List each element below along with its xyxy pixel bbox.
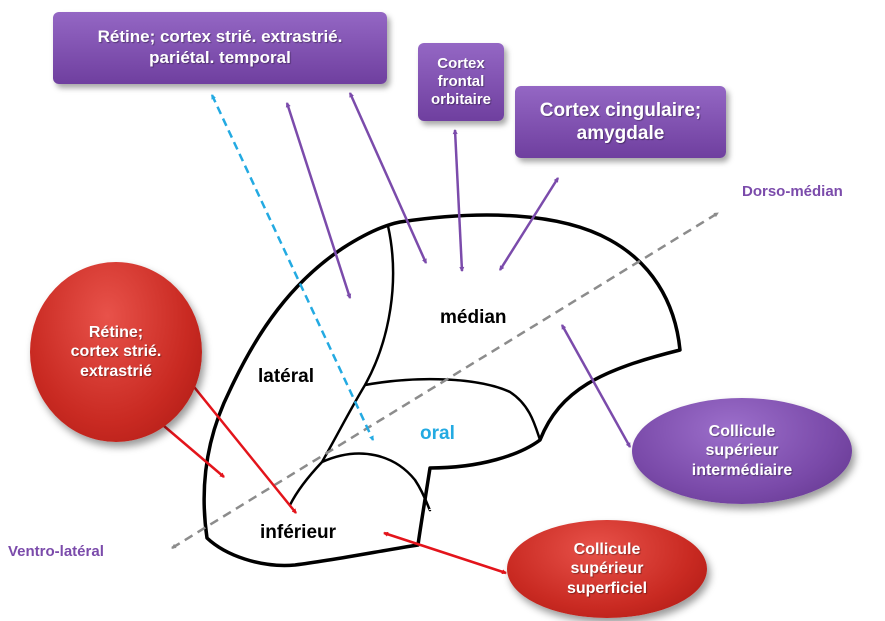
cortex-frontal-box-label: Cortex frontal orbitaire <box>430 54 491 109</box>
inferior-boundary <box>321 452 432 512</box>
cortex-cingulaire-box-label: Cortex cingulaire; amygdale <box>539 99 702 144</box>
inferior-lower-boundary <box>288 461 323 506</box>
colliculus-superficiel-ellipse: Collicule supérieur superficiel <box>507 520 707 618</box>
colliculus-intermediaire-ellipse: Collicule supérieur intermédiaire <box>632 398 852 504</box>
axis-dorso-label: Dorso-médian <box>742 183 843 200</box>
colliculus-outline <box>202 213 682 568</box>
cortex-frontal-box: Cortex frontal orbitaire <box>418 43 504 121</box>
retine-cortex-ellipse: Rétine; cortex strié. extrastrié <box>30 262 202 442</box>
retine-cortex-box-label: Rétine; cortex strié. extrastrié. pariét… <box>97 27 343 67</box>
cyan-dashed-arrow <box>210 94 375 441</box>
cortex-cingulaire-box: Cortex cingulaire; amygdale <box>515 86 726 158</box>
purple-arrow-retine-median <box>348 92 428 264</box>
colliculus-intermediaire-ellipse-label: Collicule supérieur intermédiaire <box>691 422 793 479</box>
purple-arrow-cingulaire <box>498 177 560 271</box>
red-arrow-retine-inferieur <box>185 376 297 514</box>
colliculus-superficiel-ellipse-label: Collicule supérieur superficiel <box>566 540 648 597</box>
axis-ventro-label: Ventro-latéral <box>8 543 104 560</box>
retine-cortex-box: Rétine; cortex strié. extrastrié. pariét… <box>53 12 387 84</box>
red-arrow-superficiel <box>383 531 507 575</box>
retine-cortex-ellipse-label: Rétine; cortex strié. extrastrié <box>70 323 162 380</box>
lateral-median-boundary <box>320 225 395 463</box>
purple-arrow-intermediaire <box>560 324 632 448</box>
purple-arrow-retine-lateral <box>285 102 352 299</box>
region-median-label: médian <box>440 307 507 328</box>
region-inferieur-label: inférieur <box>260 522 337 543</box>
axis-line <box>171 211 719 550</box>
purple-arrow-frontal <box>452 129 465 272</box>
region-oral-label: oral <box>420 423 455 444</box>
region-lateral-label: latéral <box>258 366 314 387</box>
